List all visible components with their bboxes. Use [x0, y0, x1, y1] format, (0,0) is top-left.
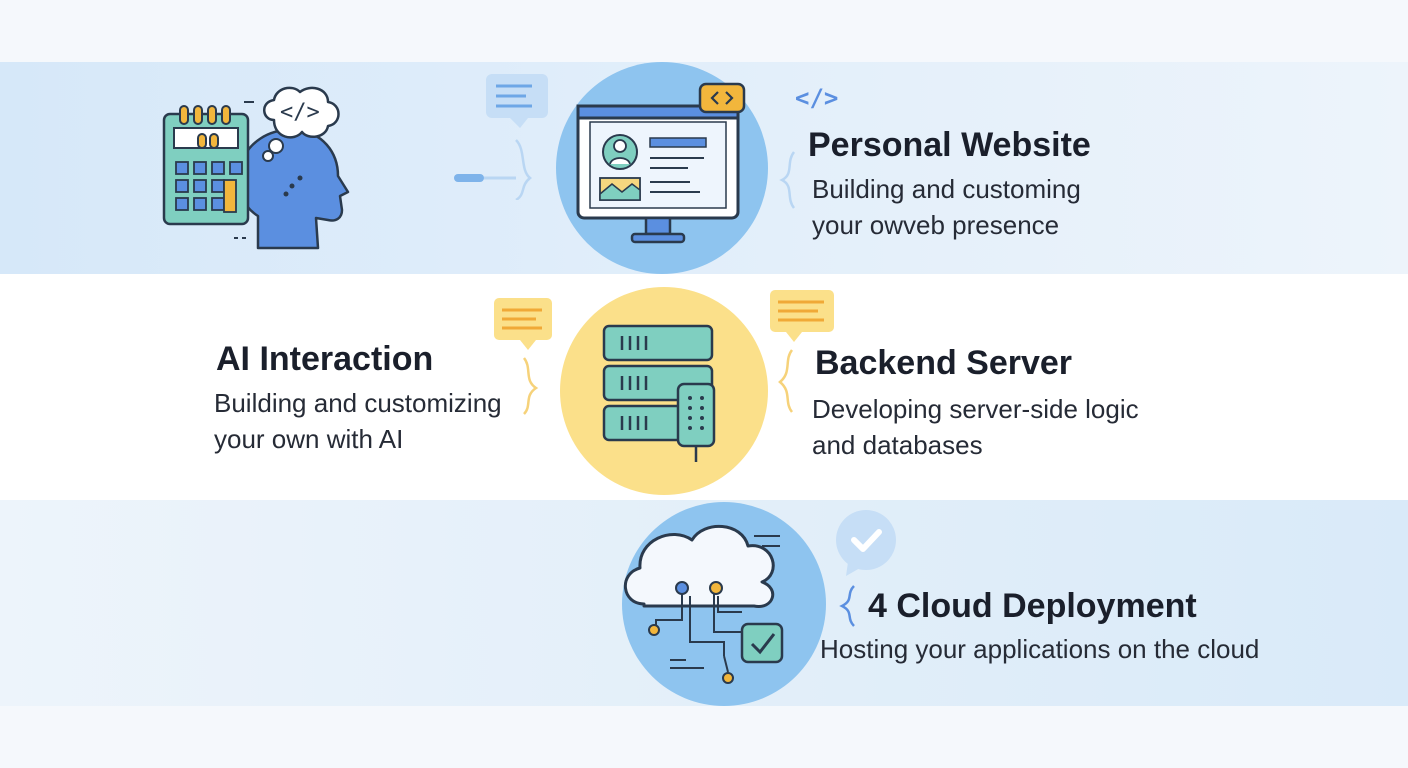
calculator-head-icon	[162, 86, 350, 250]
server-note-right-icon	[770, 290, 834, 413]
website-code-symbol: </>	[795, 84, 839, 112]
website-bracket-icon	[779, 151, 796, 209]
description-line: Building and customing	[812, 174, 1081, 204]
server-note-left-icon	[494, 298, 552, 415]
check-bubble-icon	[836, 510, 896, 627]
personal-website-title: Personal Website	[808, 126, 1091, 164]
monitor-profile-icon	[576, 82, 746, 244]
cloud-deployment-description: Hosting your applications on the cloud	[820, 631, 1259, 667]
personal-website-description: Building and customing your owveb presen…	[812, 171, 1081, 243]
backend-server-description: Developing server-side logic and databas…	[812, 391, 1139, 463]
cloud-deployment-title: 4 Cloud Deployment	[868, 587, 1197, 625]
description-line: Hosting your applications on the cloud	[820, 634, 1260, 664]
backend-server-title: Backend Server	[815, 344, 1073, 382]
description-line: Building and customizing	[214, 388, 502, 418]
description-line: Developing server-side logic	[812, 394, 1139, 424]
description-line: your owveb presence	[812, 210, 1060, 240]
description-line: your own with AI	[214, 424, 404, 454]
server-rack-icon	[602, 324, 716, 462]
cloud-network-icon	[623, 525, 784, 684]
ai-interaction-title: AI Interaction	[216, 340, 434, 378]
description-line: and databases	[812, 430, 983, 460]
ai-interaction-description: Building and customizing your own with A…	[214, 385, 502, 457]
thought-code-symbol: </>	[280, 100, 320, 125]
website-connector-icon	[454, 74, 548, 200]
